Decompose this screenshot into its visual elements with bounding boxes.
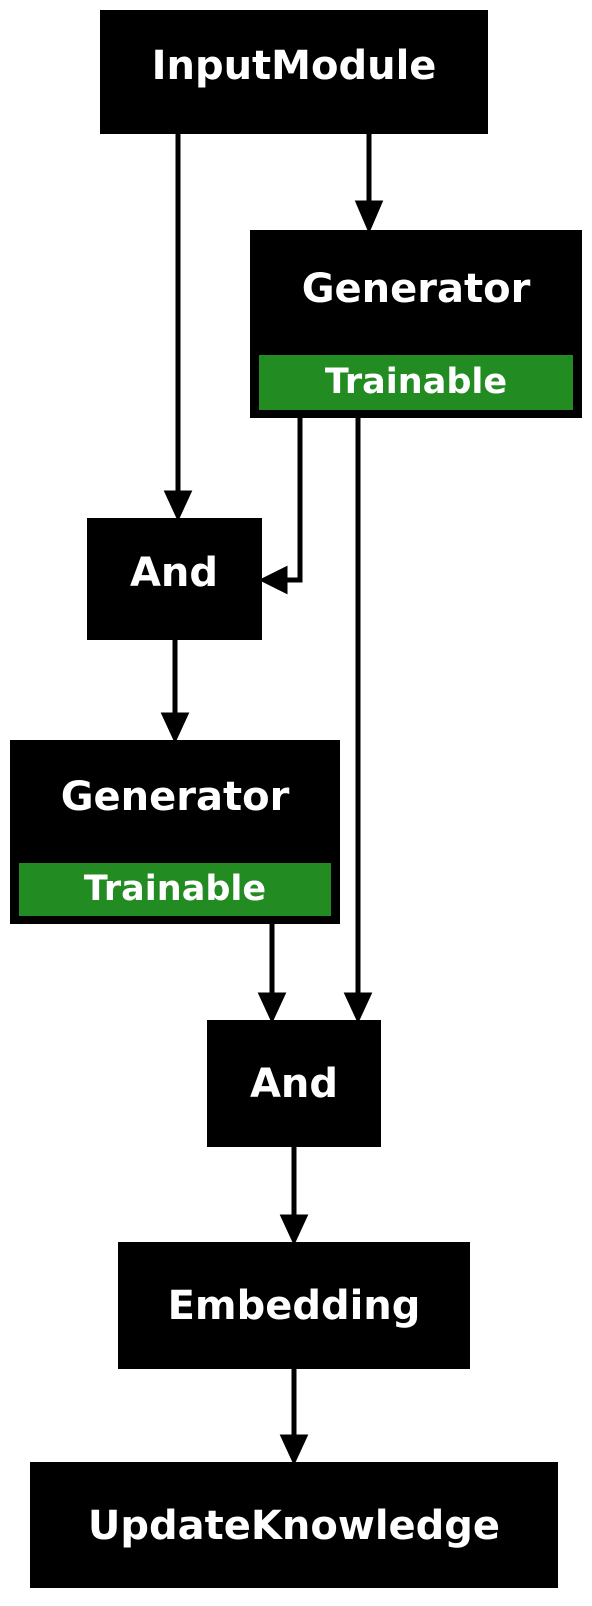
arrowhead-generator-2-to-and-2 (257, 992, 287, 1024)
node-input-module: InputModule (100, 10, 488, 134)
node-update-knowledge-label: UpdateKnowledge (88, 1503, 500, 1549)
node-generator-1-badge-label: Trainable (325, 362, 507, 402)
arrowhead-embedding-to-updateknowledge (279, 1434, 309, 1466)
arrowhead-and-2-to-embedding (279, 1214, 309, 1246)
node-generator-2-badge-label: Trainable (84, 869, 266, 909)
node-and-2: And (207, 1020, 381, 1147)
node-generator-2-badge (19, 863, 331, 916)
arrowhead-generator-1-to-and-1 (258, 565, 288, 595)
node-and-1: And (87, 518, 262, 640)
arrowhead-inputmodule-to-and-1 (163, 490, 193, 522)
arrowhead-inputmodule-to-generator-1 (354, 200, 384, 234)
arrowhead-and-1-to-generator-2 (160, 712, 190, 744)
node-generator-2-label: Generator (61, 774, 290, 820)
edge-generator-1-to-and-1 (285, 418, 303, 583)
node-generator-2: Generator Trainable (10, 740, 340, 924)
edges (160, 134, 384, 1466)
node-and-1-label: And (130, 550, 218, 596)
node-input-module-label: InputModule (152, 43, 437, 89)
arrowhead-generator-1-to-and-2 (343, 992, 373, 1024)
node-generator-1-badge (259, 355, 573, 410)
node-generator-1: Generator Trainable (250, 230, 582, 418)
node-update-knowledge: UpdateKnowledge (30, 1462, 558, 1588)
node-generator-1-label: Generator (302, 266, 531, 312)
node-embedding: Embedding (118, 1242, 470, 1369)
node-and-2-label: And (250, 1061, 338, 1107)
node-embedding-label: Embedding (168, 1283, 421, 1329)
